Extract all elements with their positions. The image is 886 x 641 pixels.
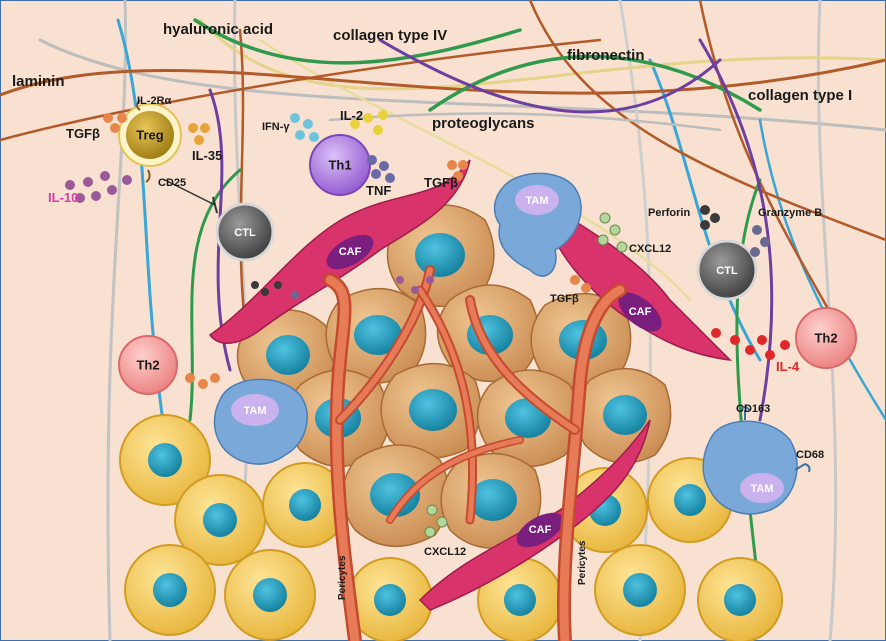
label-cxcl12-top: CXCL12: [629, 243, 671, 255]
label-proteoglycans: proteoglycans: [432, 115, 535, 132]
tam-top-label: TAM: [525, 195, 548, 207]
tam-right-label: TAM: [750, 483, 773, 495]
label-cd68: CD68: [796, 449, 824, 461]
label-granzyme: Granzyme B: [758, 207, 822, 219]
tumor-cell: [576, 369, 671, 463]
label-il2ra: IL-2Rα: [137, 95, 172, 107]
normal-cell: [595, 545, 685, 635]
th2-left-label: Th2: [136, 357, 159, 372]
th2-right: Th2: [796, 308, 856, 368]
label-cd163: CD163: [736, 403, 770, 415]
label-tgfb-tam: TGFβ: [550, 293, 579, 305]
label-il4: IL-4: [776, 359, 800, 374]
caf-3-label: CAF: [529, 524, 552, 536]
label-collagen-i: collagen type I: [748, 87, 852, 104]
label-hyaluronic-acid: hyaluronic acid: [163, 21, 273, 38]
label-il35: IL-35: [192, 148, 222, 163]
label-cd25: CD25: [158, 177, 186, 189]
caf-2-label: CAF: [629, 306, 652, 318]
label-collagen-iv: collagen type IV: [333, 27, 447, 44]
normal-cell: [225, 550, 315, 640]
label-il10: IL-10: [48, 190, 78, 205]
treg-label: Treg: [136, 127, 164, 142]
label-tgfb-treg: TGFβ: [66, 126, 100, 141]
pericytes-label-2: Pericytes: [577, 540, 588, 585]
ctl-left: CTL: [217, 204, 273, 260]
label-laminin: laminin: [12, 73, 65, 90]
label-tgfb-th1: TGFβ: [424, 175, 458, 190]
label-il2: IL-2: [340, 108, 363, 123]
normal-cell: [698, 558, 782, 641]
th2-right-label: Th2: [814, 330, 837, 345]
label-tnf: TNF: [366, 183, 391, 198]
th2-left: Th2: [119, 336, 177, 394]
ctl-right-label: CTL: [716, 265, 738, 277]
label-ifng: IFN-γ: [262, 121, 290, 133]
normal-cell: [348, 558, 432, 641]
tam-left-label: TAM: [243, 405, 266, 417]
label-fibronectin: fibronectin: [567, 47, 645, 64]
normal-cell: [125, 545, 215, 635]
label-cxcl12-bottom: CXCL12: [424, 546, 466, 558]
label-perforin: Perforin: [648, 207, 690, 219]
caf-1-label: CAF: [339, 246, 362, 258]
pericytes-label-1: Pericytes: [337, 555, 348, 600]
th1-cell: Th1: [310, 135, 370, 195]
th1-label: Th1: [328, 157, 351, 172]
ctl-left-label: CTL: [234, 227, 256, 239]
ctl-right: CTL: [698, 241, 756, 299]
